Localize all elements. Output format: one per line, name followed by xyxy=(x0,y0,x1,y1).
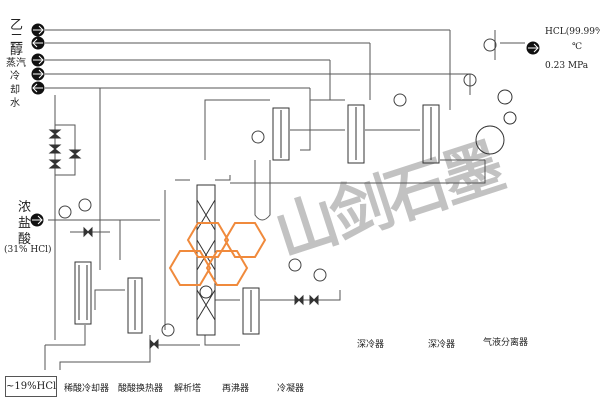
hcl-conc-label-3: 酸 xyxy=(18,232,32,247)
hcl-outlet-arrow-icon xyxy=(526,41,540,55)
glycol-label-3: 醇 xyxy=(10,43,24,58)
pressure-label: 0.23 MPa xyxy=(545,61,589,71)
glycol-label-2: 二 xyxy=(10,32,24,47)
glycol-return-arrow-icon xyxy=(31,36,45,50)
label-reboiler: 再沸器 xyxy=(222,384,250,394)
steam-arrow-icon xyxy=(31,53,45,67)
deep-cooler-1 xyxy=(347,104,365,164)
hcl-conc-label-1: 浓 xyxy=(18,200,32,215)
utility-lines xyxy=(44,29,525,370)
steam-label: 蒸汽 xyxy=(6,58,26,69)
label-acid-heat-exchanger: 酸酸换热器 xyxy=(118,384,164,394)
label-desorption-tower: 解析塔 xyxy=(174,384,202,394)
label-deep-cooler-1: 深冷器 xyxy=(357,340,385,350)
instrument-gauges xyxy=(58,38,497,337)
deep-cooler-2 xyxy=(422,104,440,164)
dilute-acid-cooler xyxy=(74,261,92,325)
label-condenser: 冷凝器 xyxy=(277,384,305,394)
hcl-conc-label-2: 盐 xyxy=(18,216,32,231)
label-gas-liquid-separator: 气液分离器 xyxy=(483,338,529,348)
valves xyxy=(48,129,319,350)
glycol-label-1: 乙 xyxy=(10,18,24,33)
label-deep-cooler-2: 深冷器 xyxy=(428,340,456,350)
temperature-unit: ℃ xyxy=(572,42,583,52)
cooling-water-label-3: 水 xyxy=(10,98,20,109)
label-dilute-acid-cooler: 稀酸冷却器 xyxy=(64,384,110,394)
desorption-tower xyxy=(196,184,216,336)
dilute-acid-tank: ~19%HCl xyxy=(5,376,57,397)
glycol-supply-arrow-icon xyxy=(31,23,45,37)
logo-hexagons xyxy=(168,222,267,286)
cooling-water-return-arrow-icon xyxy=(31,81,45,95)
hcl-inlet-arrow-icon xyxy=(30,213,44,227)
hcl-conc-note: (31% HCl) xyxy=(4,245,52,255)
cooling-water-label-2: 却 xyxy=(10,85,20,96)
product-label: HCL(99.99%) xyxy=(545,27,600,37)
acid-heat-exchanger xyxy=(127,277,143,334)
inlet-arrows xyxy=(30,23,540,227)
reboiler xyxy=(242,287,260,335)
condenser xyxy=(272,107,290,161)
cooling-water-supply-arrow-icon xyxy=(31,67,45,81)
gas-liquid-separator xyxy=(475,89,517,155)
cooling-water-label-1: 冷 xyxy=(10,71,20,82)
